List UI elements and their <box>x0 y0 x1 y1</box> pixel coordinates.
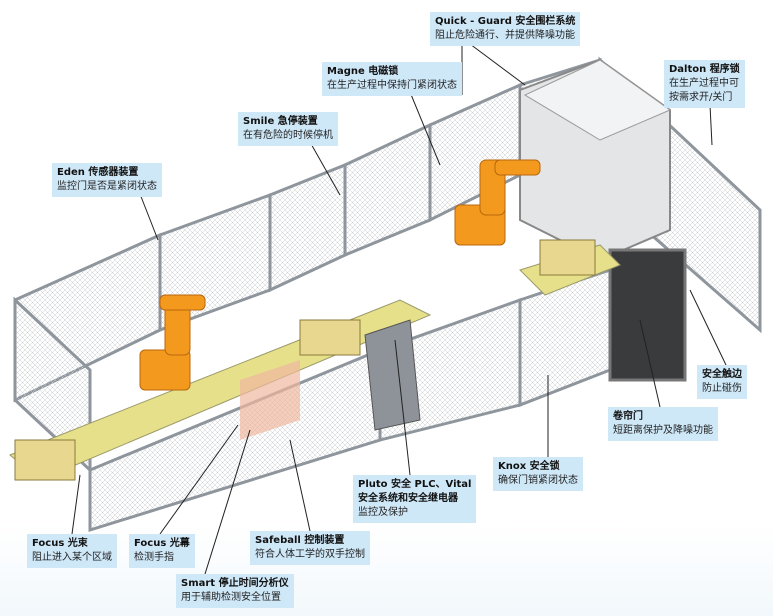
callout-title: Dalton 程序锁 <box>669 64 740 75</box>
callout-desc: 在生产过程中可 <box>669 78 739 89</box>
pallet <box>299 319 361 356</box>
callout-magne: Magne 电磁锁在生产过程中保持门紧闭状态 <box>322 62 462 96</box>
guard-enclosure <box>519 58 672 262</box>
callout-title: 安全系统和安全继电器 <box>358 493 458 504</box>
callout-roller-door: 卷帘门短距离保护及降噪功能 <box>608 407 718 441</box>
callout-desc: 短距离保护及降噪功能 <box>613 425 713 436</box>
callout-title: Focus 光幕 <box>134 538 190 549</box>
callout-desc: 阻止危险通行、并提供降噪功能 <box>435 30 575 41</box>
roller-door <box>608 248 687 382</box>
callout-desc: 阻止进入某个区域 <box>32 552 112 563</box>
callout-title: 安全触边 <box>702 369 742 380</box>
callout-arrows <box>71 43 727 575</box>
callout-pluto: Pluto 安全 PLC、Vital 安全系统和安全继电器监控及保护 <box>353 475 477 523</box>
callout-title: Quick - Guard 安全围栏系统 <box>435 16 576 27</box>
light-curtain-zone <box>240 360 300 440</box>
callout-desc: 用于辅助检测安全位置 <box>181 592 281 603</box>
callout-title: Eden 传感器装置 <box>57 167 139 178</box>
callout-desc: 按需求开/关门 <box>669 92 733 103</box>
pallet <box>539 239 596 276</box>
callout-desc: 在生产过程中保持门紧闭状态 <box>327 80 457 91</box>
callout-safeball: Safeball 控制装置符合人体工学的双手控制 <box>250 531 370 565</box>
callout-smile: Smile 急停装置在有危险的时候停机 <box>238 112 338 146</box>
callout-eden: Eden 传感器装置监控门是否是紧闭状态 <box>52 163 162 197</box>
pallet <box>14 439 76 481</box>
callout-desc: 监控及保护 <box>358 507 408 518</box>
callout-quick-guard: Quick - Guard 安全围栏系统阻止危险通行、并提供降噪功能 <box>430 12 581 46</box>
callout-smart: Smart 停止时间分析仪用于辅助检测安全位置 <box>176 574 294 608</box>
callout-focus-curtain: Focus 光幕检测手指 <box>129 534 195 568</box>
callout-desc: 检测手指 <box>134 552 174 563</box>
callout-desc: 监控门是否是紧闭状态 <box>57 181 157 192</box>
callout-desc: 符合人体工学的双手控制 <box>255 549 365 560</box>
robot <box>139 294 206 391</box>
callout-knox: Knox 安全锁确保门销紧闭状态 <box>493 457 583 491</box>
callout-focus-beam: Focus 光束阻止进入某个区域 <box>27 534 117 568</box>
callout-desc: 防止碰伤 <box>702 383 742 394</box>
callout-title: Safeball 控制装置 <box>255 535 345 546</box>
callout-title: Knox 安全锁 <box>498 461 560 472</box>
control-cabinet <box>364 319 421 431</box>
robot <box>454 159 541 246</box>
callout-title: Pluto 安全 PLC、Vital <box>358 479 472 490</box>
callout-safety-edge: 安全触边防止碰伤 <box>697 365 747 399</box>
callout-desc: 在有危险的时候停机 <box>243 130 333 141</box>
callout-desc: 确保门销紧闭状态 <box>498 475 578 486</box>
callout-title: Smile 急停装置 <box>243 116 318 127</box>
callout-title: 卷帘门 <box>613 411 643 422</box>
callout-title: Magne 电磁锁 <box>327 66 399 77</box>
callout-title: Smart 停止时间分析仪 <box>181 578 289 589</box>
callout-title: Focus 光束 <box>32 538 88 549</box>
callout-dalton: Dalton 程序锁在生产过程中可按需求开/关门 <box>664 60 745 108</box>
